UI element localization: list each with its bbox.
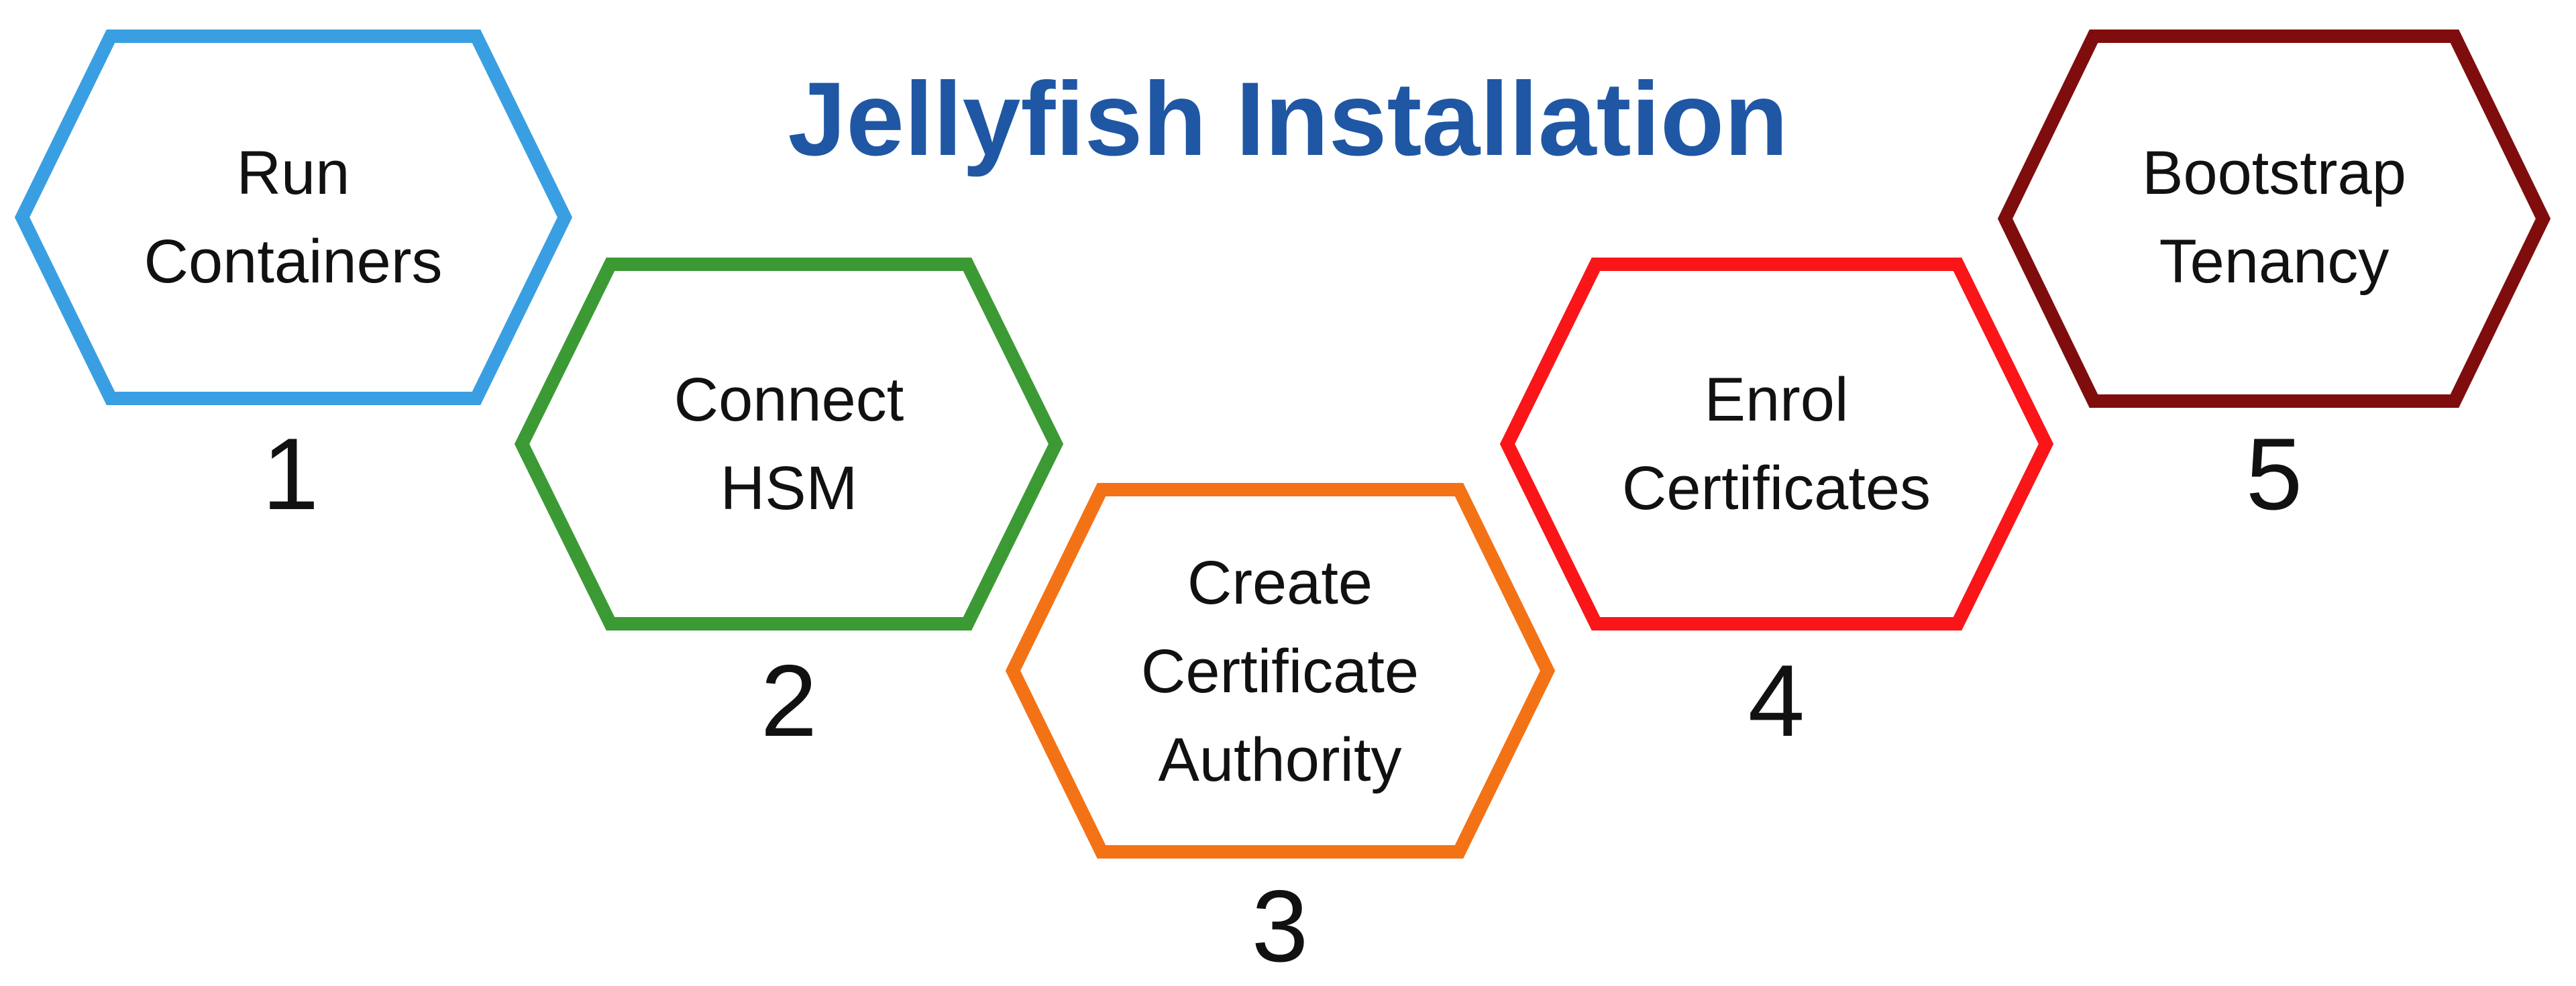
hexagon-step-2 [514,258,1064,631]
step-3-label-line: Authority [1158,726,1402,794]
step-3-label-line: Create [1187,549,1373,617]
hexagon-step-5 [1997,30,2551,408]
step-2-label: Connect HSM [588,355,990,533]
step-2-label-line: Connect [674,366,904,434]
step-3-label: Create Certificate Authority [1079,539,1481,804]
step-4-number: 4 [1748,644,1805,758]
step-1-label-line: Containers [144,227,443,296]
step-2-label-line: HSM [720,454,858,523]
step-5-label: Bootstrap Tenancy [2073,129,2475,306]
step-3-label-line: Certificate [1140,637,1419,706]
step-3-number: 3 [1251,869,1309,983]
hexagon-step-3 [1005,483,1556,859]
hexagon-step-1 [14,30,573,405]
step-1-number: 1 [262,417,319,531]
step-5-number: 5 [2245,417,2303,531]
step-1-label-line: Run [236,139,350,207]
step-4-label-line: Enrol [1704,366,1849,434]
step-4-label-line: Certificates [1621,454,1931,523]
step-5-label-line: Bootstrap [2142,139,2406,207]
diagram-title: Jellyfish Installation [788,61,1788,178]
step-5-label-line: Tenancy [2159,227,2390,296]
step-1-label: Run Containers [92,129,494,306]
step-4-label: Enrol Certificates [1575,355,1978,533]
hexagon-step-4 [1499,258,2054,631]
step-2-number: 2 [760,644,818,758]
